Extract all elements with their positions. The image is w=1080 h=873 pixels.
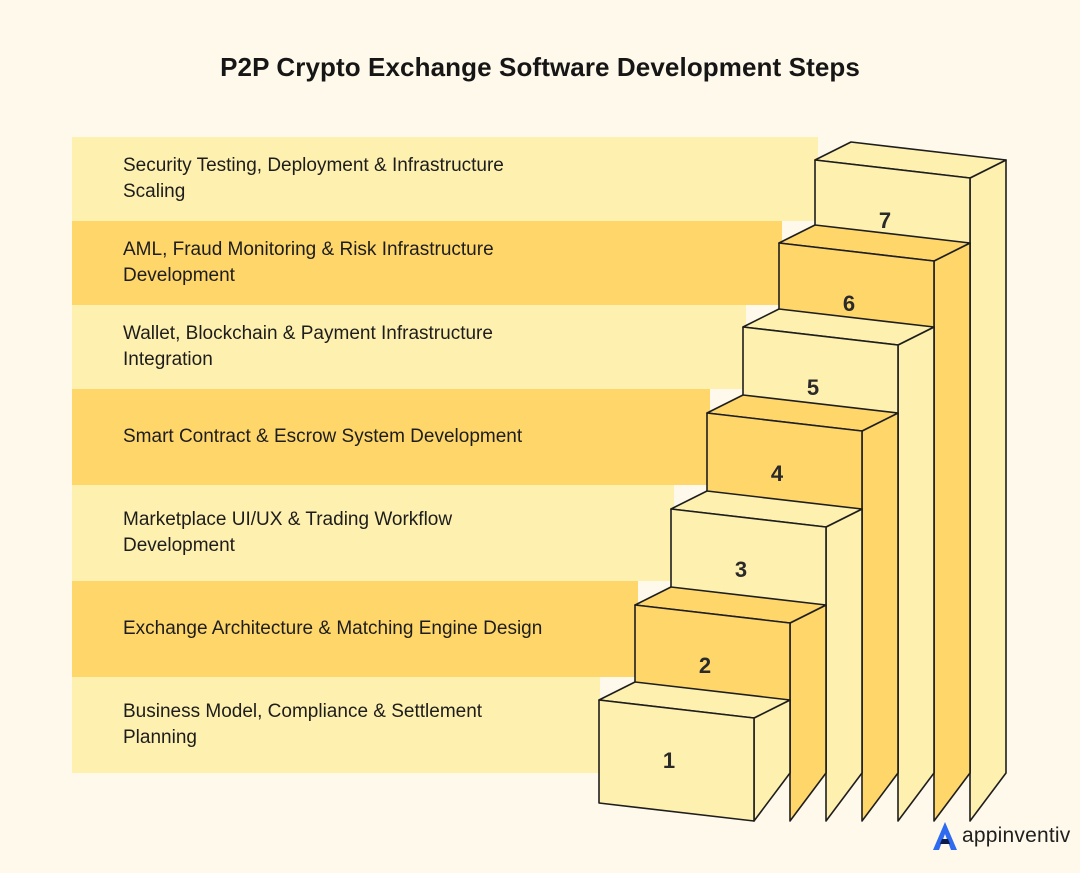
step-block-2-side (789, 604, 827, 822)
step-label-3: Marketplace UI/UX & Trading Workflow Dev… (123, 509, 453, 556)
step-number-4: 4 (771, 461, 784, 486)
step-number-1: 1 (663, 748, 675, 773)
step-band-5: Wallet, Blockchain & Payment Infrastruct… (72, 305, 746, 389)
appinventiv-logo-icon (933, 822, 957, 850)
step-label-1: Business Model, Compliance & Settlement … (123, 701, 483, 748)
step-block-1-side (753, 699, 791, 822)
step-block-4-side (861, 412, 899, 822)
step-label-7: Security Testing, Deployment & Infrastru… (123, 155, 504, 202)
step-band-2: Exchange Architecture & Matching Engine … (72, 581, 638, 677)
step-label-2: Exchange Architecture & Matching Engine … (123, 618, 543, 639)
step-band-1: Business Model, Compliance & Settlement … (72, 677, 600, 773)
step-band-3: Marketplace UI/UX & Trading Workflow Dev… (72, 485, 674, 581)
step-number-2: 2 (699, 653, 711, 678)
brand-name: appinventiv (962, 824, 1071, 847)
step-block-1-front (598, 699, 755, 822)
brand-logo: appinventiv (931, 819, 1070, 853)
step-block-6-side (933, 242, 971, 822)
step-band-7: Security Testing, Deployment & Infrastru… (72, 137, 818, 221)
step-block-7-side (969, 159, 1007, 822)
page-title: P2P Crypto Exchange Software Development… (220, 52, 860, 82)
step-number-5: 5 (807, 375, 819, 400)
step-number-6: 6 (843, 291, 855, 316)
step-number-3: 3 (735, 557, 747, 582)
step-number-7: 7 (879, 208, 891, 233)
step-label-4: Smart Contract & Escrow System Developme… (123, 426, 523, 447)
step-block-5-side (897, 326, 935, 822)
step-band-6: AML, Fraud Monitoring & Risk Infrastruct… (72, 221, 782, 305)
step-label-5: Wallet, Blockchain & Payment Infrastruct… (123, 323, 493, 370)
step-block-3-side (825, 508, 863, 822)
step-band-4: Smart Contract & Escrow System Developme… (72, 389, 710, 485)
step-label-6: AML, Fraud Monitoring & Risk Infrastruct… (123, 239, 494, 286)
